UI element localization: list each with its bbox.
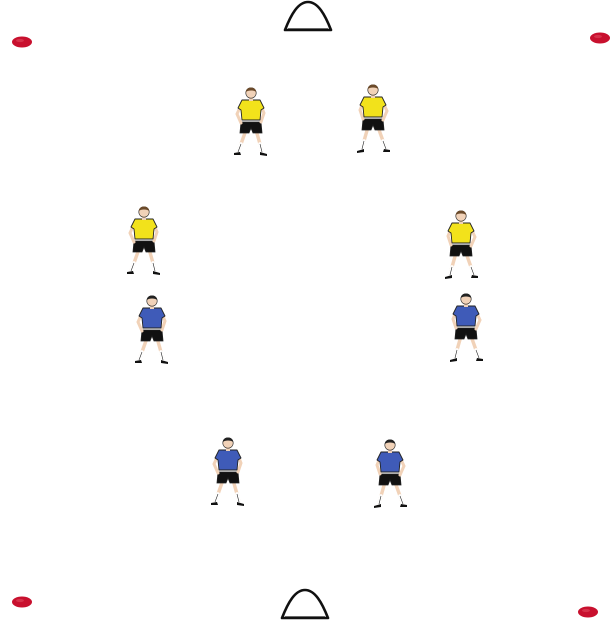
cone-top-right-icon bbox=[590, 33, 610, 44]
cone-bottom-left-icon bbox=[12, 597, 32, 608]
mini-goal-top-icon bbox=[285, 2, 331, 30]
blue-player-2 bbox=[450, 294, 483, 363]
cone-top-left-icon bbox=[12, 37, 32, 48]
yellow-player-1 bbox=[234, 88, 267, 157]
yellow-player-4 bbox=[445, 211, 478, 280]
yellow-player-3 bbox=[127, 207, 160, 276]
mini-goal-bottom-icon bbox=[282, 590, 328, 618]
cone-bottom-right-icon bbox=[578, 607, 598, 618]
yellow-player-2 bbox=[357, 85, 390, 154]
blue-player-4 bbox=[374, 440, 407, 509]
blue-player-3 bbox=[211, 438, 244, 507]
blue-player-1 bbox=[135, 296, 168, 365]
